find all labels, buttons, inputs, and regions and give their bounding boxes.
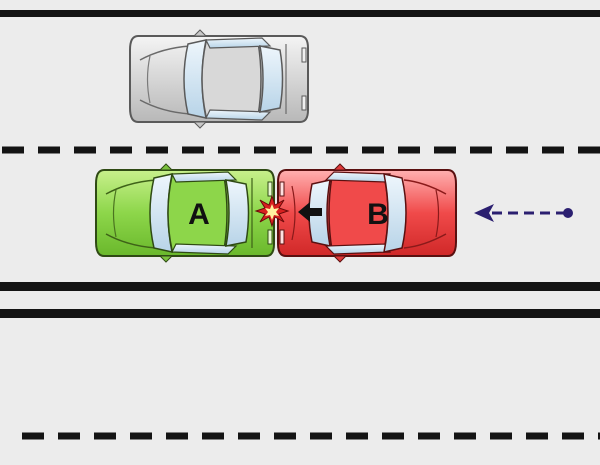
center-double-line-upper — [0, 282, 600, 291]
center-double-line-lower — [0, 309, 600, 318]
impact-star-icon — [254, 194, 290, 228]
direction-arrow-icon — [298, 202, 322, 222]
car-a: A — [95, 163, 275, 263]
top-edge-line — [0, 10, 600, 17]
motion-path-arrow-icon — [474, 204, 573, 222]
car-a-label: A — [188, 198, 210, 231]
parked-car — [129, 29, 309, 129]
car-b-label: B — [367, 198, 389, 231]
car-b: B — [277, 163, 457, 263]
